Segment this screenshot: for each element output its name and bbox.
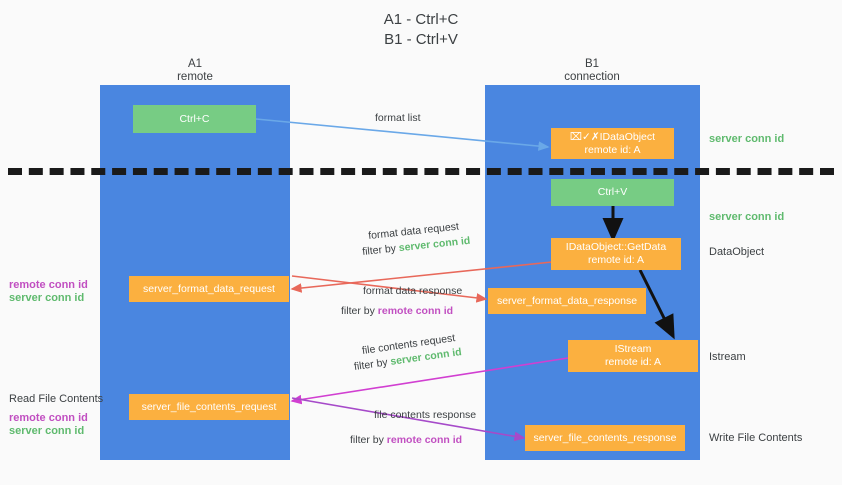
node-istream-line1: IStream xyxy=(614,343,652,355)
node-ctrl-v-label: Ctrl+V xyxy=(597,186,628,198)
node-istream[interactable]: IStream remote id: A xyxy=(568,340,698,372)
node-ctrl-v[interactable]: Ctrl+V xyxy=(551,179,674,206)
annotation-write-file-contents: Write File Contents xyxy=(709,432,803,444)
filter-prefix: filter by xyxy=(353,356,392,374)
node-server-file-contents-response[interactable]: server_file_contents_response xyxy=(525,425,685,451)
title-line-1: A1 - Ctrl+C xyxy=(383,11,459,28)
node-getdata[interactable]: IDataObject::GetData remote id: A xyxy=(551,238,681,270)
lane-a1-name: A1 xyxy=(187,58,203,70)
lane-header-a1: A1 remote xyxy=(135,58,255,84)
lane-header-b1: B1 connection xyxy=(532,58,652,84)
node-getdata-line2: remote id: A xyxy=(587,254,645,266)
annotation-remote-conn-id-1: remote conn id xyxy=(9,279,88,291)
annotation-server-conn-id-mid: server conn id xyxy=(709,211,785,223)
edge-label-file-contents-response: file contents response xyxy=(374,409,477,421)
node-ctrl-c[interactable]: Ctrl+C xyxy=(133,105,256,133)
node-server-format-data-response[interactable]: server_format_data_response xyxy=(488,288,646,314)
lane-b1-name: B1 xyxy=(584,58,600,70)
node-set-clipboard-line1: ⌧✓✗IDataObject xyxy=(569,130,656,143)
edge-label-format-list: format list xyxy=(375,112,421,124)
filter-value-remote-conn-id: remote conn id xyxy=(386,434,463,446)
edge-label-format-data-response: format data response xyxy=(363,285,463,297)
edge-label-format-data-response-filter: filter by remote conn id xyxy=(341,304,453,318)
filter-prefix: filter by xyxy=(361,242,400,259)
annotation-server-conn-id-1: server conn id xyxy=(9,292,85,304)
node-istream-line2: remote id: A xyxy=(604,356,662,368)
node-server-file-contents-response-label: server_file_contents_response xyxy=(533,431,677,444)
title-line-2: B1 - Ctrl+V xyxy=(384,31,458,48)
filter-prefix: filter by xyxy=(350,434,387,446)
annotation-server-conn-id-2: server conn id xyxy=(9,425,85,437)
node-server-format-data-response-label: server_format_data_response xyxy=(496,294,638,307)
lane-a1-role: remote xyxy=(177,71,213,83)
edge-label-file-contents-response-filter: filter by remote conn id xyxy=(350,433,462,447)
node-server-format-data-request[interactable]: server_format_data_request xyxy=(129,276,289,302)
node-server-file-contents-request[interactable]: server_file_contents_request xyxy=(129,394,289,420)
node-ctrl-c-label: Ctrl+C xyxy=(179,112,210,125)
annotation-istream: Istream xyxy=(709,351,746,363)
node-set-clipboard-line2: remote id: A xyxy=(584,143,641,156)
diagram-title: A1 - Ctrl+C B1 - Ctrl+V xyxy=(0,10,842,50)
boundary-divider xyxy=(8,168,834,175)
node-set-clipboard[interactable]: ⌧✓✗IDataObject remote id: A xyxy=(551,128,674,159)
annotation-remote-conn-id-2: remote conn id xyxy=(9,412,88,424)
node-server-file-contents-request-label: server_file_contents_request xyxy=(141,400,277,413)
lane-b1-role: connection xyxy=(564,71,620,83)
filter-prefix: filter by xyxy=(341,305,378,317)
node-getdata-line1: IDataObject::GetData xyxy=(565,241,667,253)
annotation-dataobject: DataObject xyxy=(709,246,765,258)
annotation-server-conn-id-top: server conn id xyxy=(709,133,785,145)
filter-value-remote-conn-id: remote conn id xyxy=(377,305,454,317)
annotation-read-file-contents: Read File Contents xyxy=(9,393,104,405)
node-server-format-data-request-label: server_format_data_request xyxy=(143,282,275,295)
